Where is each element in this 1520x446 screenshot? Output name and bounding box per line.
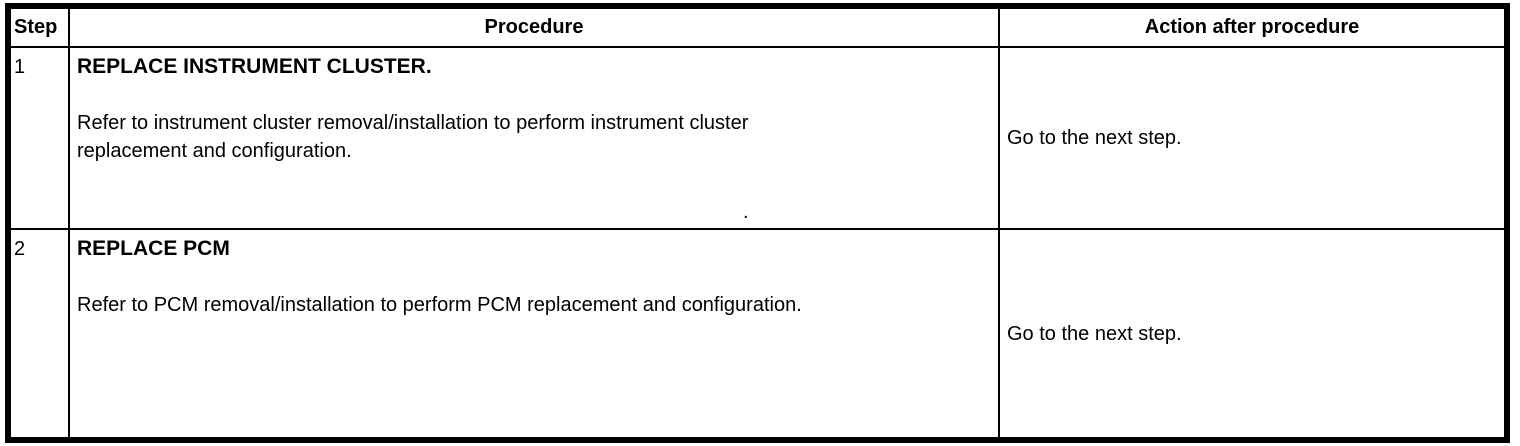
row-2-action-cell: Go to the next step. <box>1000 230 1504 437</box>
procedure-table: Step Procedure Action after procedure 1 … <box>5 3 1510 443</box>
row-2-step-number: 2 <box>14 238 26 260</box>
header-procedure-label: Procedure <box>484 16 584 38</box>
row-1-action-cell: Go to the next step. <box>1000 48 1504 230</box>
header-action-label: Action after procedure <box>1144 16 1360 38</box>
header-procedure: Procedure <box>70 9 1000 48</box>
row-1-action-text: Go to the next step. <box>1007 127 1182 149</box>
row-1-step-cell: 1 <box>11 48 70 230</box>
row-2-procedure-body: Refer to PCM removal/installation to per… <box>77 294 802 316</box>
row-2-procedure-title: REPLACE PCM <box>77 237 230 260</box>
row-2-step-cell: 2 <box>11 230 70 437</box>
row-1-procedure-body: Refer to instrument cluster removal/inst… <box>77 112 749 162</box>
stray-period-mark: . <box>743 201 749 223</box>
header-step: Step <box>11 9 70 48</box>
header-action: Action after procedure <box>1000 9 1504 48</box>
row-1-step-number: 1 <box>14 56 26 78</box>
row-1-procedure-title: REPLACE INSTRUMENT CLUSTER. <box>77 55 432 78</box>
header-step-label: Step <box>14 16 58 38</box>
row-1-procedure-cell: REPLACE INSTRUMENT CLUSTER. Refer to ins… <box>70 48 1000 230</box>
row-2-procedure-cell: REPLACE PCM Refer to PCM removal/install… <box>70 230 1000 437</box>
row-2-action-text: Go to the next step. <box>1007 322 1182 345</box>
